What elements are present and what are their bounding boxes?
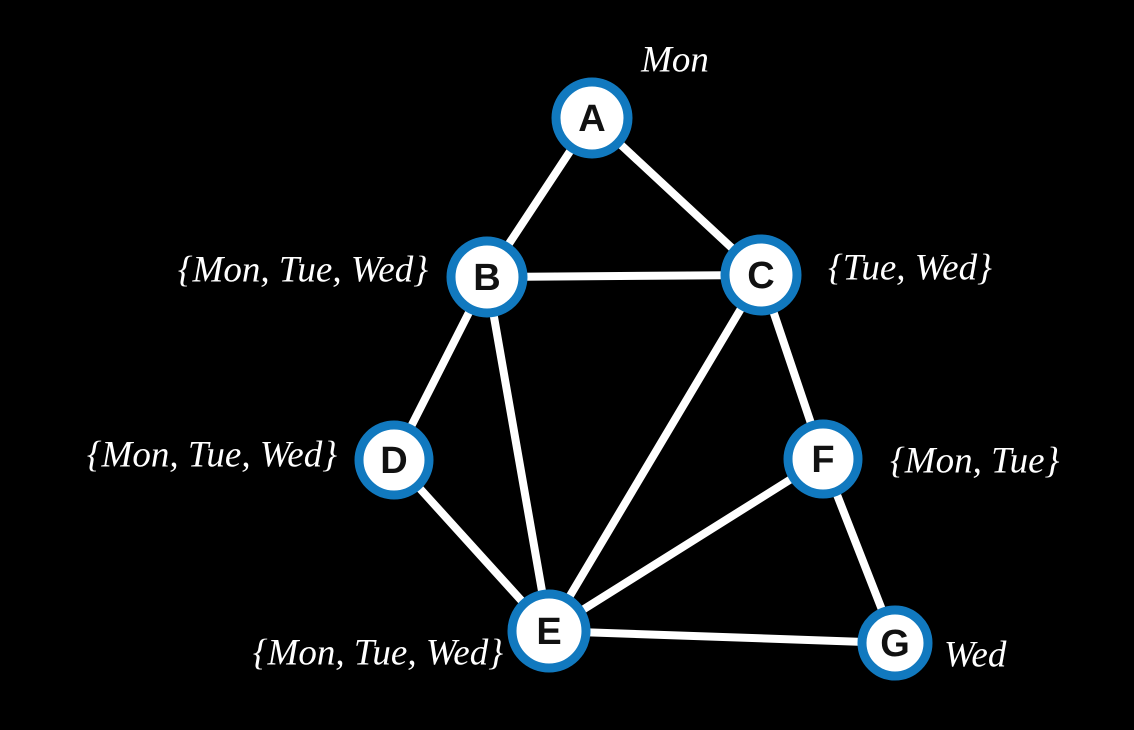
node-circle-a[interactable] (551, 77, 633, 159)
domain-label-f: {Mon, Tue} (890, 440, 1060, 482)
node-circle-d[interactable] (354, 420, 434, 500)
node-circle-b[interactable] (446, 236, 528, 318)
domain-label-e: {Mon, Tue, Wed} (252, 632, 503, 674)
node-letter-b: B (473, 257, 500, 299)
node-g[interactable]: G (857, 605, 933, 681)
node-c[interactable]: C (720, 234, 802, 316)
node-f[interactable]: F (783, 419, 863, 499)
node-letter-d: D (380, 440, 407, 482)
node-letter-c: C (747, 255, 774, 297)
domain-label-c: {Tue, Wed} (828, 247, 992, 289)
domain-label-b: {Mon, Tue, Wed} (177, 249, 428, 291)
edge-b-e (483, 273, 553, 635)
node-a[interactable]: A (551, 77, 633, 159)
edge-b-c (483, 271, 765, 281)
domain-label-a: Mon (641, 39, 709, 81)
edge-c-e (545, 271, 765, 635)
node-circle-e[interactable] (507, 589, 591, 673)
node-circle-g[interactable] (857, 605, 933, 681)
edges-group (390, 114, 899, 647)
domain-label-g: Wed (944, 634, 1007, 676)
node-circle-f[interactable] (783, 419, 863, 499)
node-letter-a: A (578, 98, 605, 140)
edge-e-g (545, 627, 899, 647)
node-letter-f: F (811, 439, 834, 481)
node-b[interactable]: B (446, 236, 528, 318)
node-e[interactable]: E (507, 589, 591, 673)
node-letter-g: G (880, 623, 910, 665)
domain-label-d: {Mon, Tue, Wed} (86, 434, 337, 476)
node-letter-e: E (536, 611, 561, 653)
node-d[interactable]: D (354, 420, 434, 500)
node-circle-c[interactable] (720, 234, 802, 316)
edge-e-f (545, 455, 827, 635)
nodes-group: A B C D E F G (354, 77, 933, 681)
